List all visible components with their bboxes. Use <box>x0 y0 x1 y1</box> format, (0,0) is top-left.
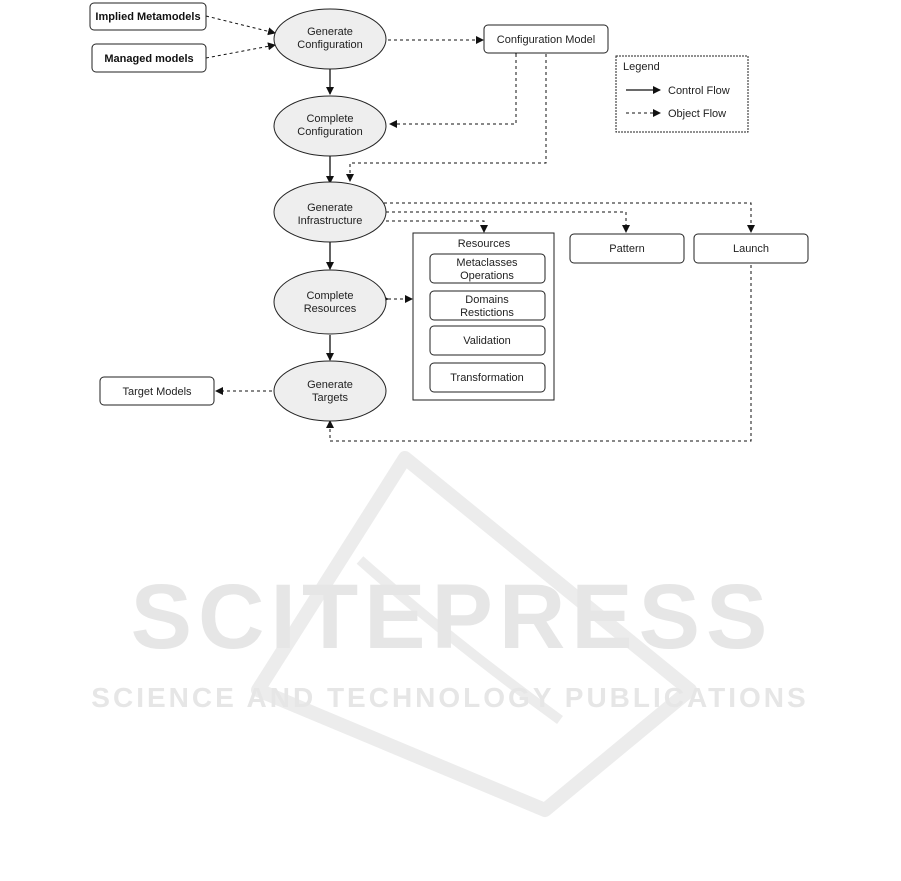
svg-text:Infrastructure: Infrastructure <box>298 215 363 227</box>
svg-text:Generate: Generate <box>307 26 353 38</box>
node-generate-configuration: Generate Configuration <box>273 8 387 70</box>
edge-gen-infra-to-pattern <box>386 211 630 233</box>
watermark-main-text: SCITEPRESS <box>131 566 774 668</box>
edge-config-model-to-gen-infra <box>346 54 547 182</box>
svg-text:Generate: Generate <box>307 379 353 391</box>
svg-text:Implied Metamodels: Implied Metamodels <box>95 11 200 23</box>
svg-text:Complete: Complete <box>306 290 353 302</box>
legend-object-flow-label: Object Flow <box>668 108 726 120</box>
resources-title: Resources <box>458 238 511 250</box>
edge-gen-infra-to-launch <box>384 202 755 233</box>
node-configuration-model: Configuration Model <box>483 24 609 54</box>
node-generate-infrastructure: Generate Infrastructure <box>273 181 387 243</box>
svg-text:Resources: Resources <box>304 303 357 315</box>
svg-text:Transformation: Transformation <box>450 372 524 384</box>
resource-item-transformation: Transformation <box>429 362 546 393</box>
node-managed-models: Managed models <box>91 43 207 73</box>
legend: Legend Control Flow Object Flow <box>615 55 749 133</box>
svg-text:Pattern: Pattern <box>609 243 644 255</box>
svg-text:Domains: Domains <box>465 294 509 306</box>
svg-text:Metaclasses: Metaclasses <box>456 257 518 269</box>
watermark-logo: SCITEPRESS SCIENCE AND TECHNOLOGY PUBLIC… <box>91 451 808 817</box>
svg-text:Managed models: Managed models <box>104 53 193 65</box>
node-pattern: Pattern <box>569 233 685 264</box>
watermark-sub-text: SCIENCE AND TECHNOLOGY PUBLICATIONS <box>91 682 808 713</box>
edge-launch-to-gen-targets <box>326 265 752 442</box>
svg-text:Complete: Complete <box>306 113 353 125</box>
node-target-models: Target Models <box>99 376 215 406</box>
object-flow-edges <box>205 15 755 442</box>
edge-config-model-complete-config <box>389 47 520 128</box>
svg-text:Restictions: Restictions <box>460 307 514 319</box>
svg-text:Configuration: Configuration <box>297 39 362 51</box>
svg-text:Target Models: Target Models <box>122 386 192 398</box>
node-complete-resources: Complete Resources <box>273 269 387 335</box>
edge-gen-infra-to-resources <box>386 220 488 233</box>
resources-container: Resources Metaclasses Operations Domains… <box>412 232 555 401</box>
legend-control-flow-label: Control Flow <box>668 85 730 97</box>
svg-text:Launch: Launch <box>733 243 769 255</box>
svg-text:Targets: Targets <box>312 392 349 404</box>
svg-text:Generate: Generate <box>307 202 353 214</box>
svg-text:Configuration Model: Configuration Model <box>497 34 595 46</box>
node-complete-configuration: Complete Configuration <box>273 95 387 157</box>
edge-implied-to-gen-config <box>205 15 276 36</box>
legend-title: Legend <box>623 61 660 73</box>
svg-text:Validation: Validation <box>463 335 511 347</box>
node-implied-metamodels: Implied Metamodels <box>89 2 207 31</box>
node-launch: Launch <box>693 233 809 264</box>
resource-item-domains-restictions: Domains Restictions <box>429 290 546 321</box>
resource-item-validation: Validation <box>429 325 546 356</box>
edge-managed-to-gen-config <box>205 42 276 59</box>
node-generate-targets: Generate Targets <box>273 360 387 422</box>
resource-item-metaclasses-operations: Metaclasses Operations <box>429 253 546 284</box>
svg-text:Configuration: Configuration <box>297 126 362 138</box>
svg-text:Operations: Operations <box>460 270 514 282</box>
